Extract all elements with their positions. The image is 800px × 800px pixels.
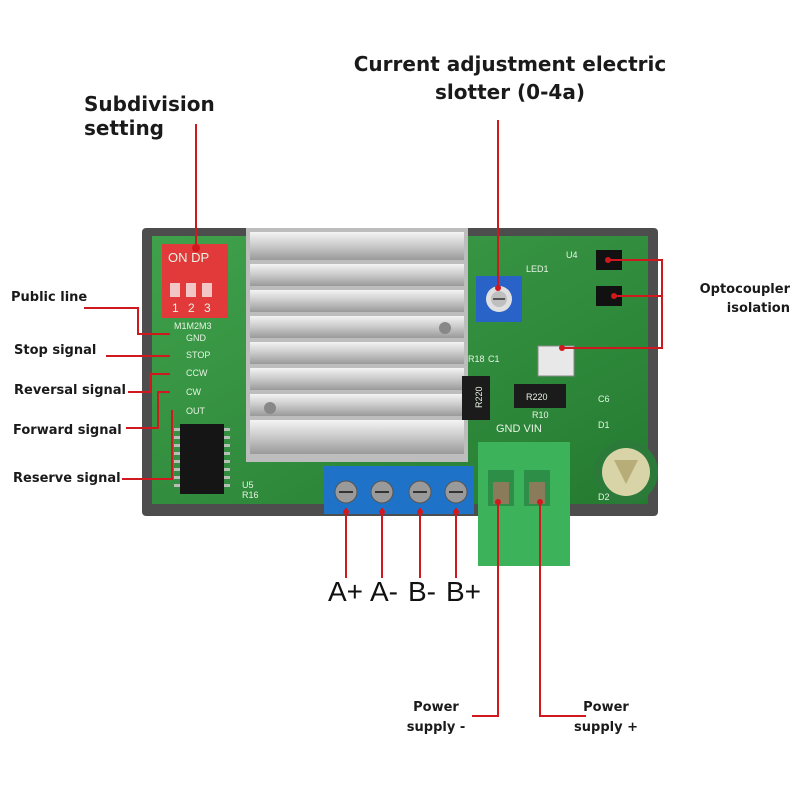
d2-label: D2 — [598, 492, 610, 502]
c1-label: C1 — [488, 354, 500, 364]
r16-label: R16 — [242, 490, 259, 500]
c6-label: C6 — [598, 394, 610, 404]
public-line-label: Public line — [11, 290, 88, 305]
resistor-r220-left — [462, 376, 490, 420]
u4-label: U4 — [566, 250, 578, 260]
motor-terminal-block[interactable] — [324, 466, 474, 514]
forward-signal-label: Forward signal — [13, 423, 122, 438]
reversal-signal-label: Reversal signal — [14, 383, 127, 398]
resistor-left-label: R220 — [474, 386, 484, 408]
optocoupler-label-1: Optocoupler — [699, 282, 790, 297]
current-adjust-label-1: Current adjustment electric — [353, 52, 667, 76]
power-terminal-block[interactable] — [478, 442, 570, 566]
pin-ccw: CCW — [186, 368, 208, 378]
dip-num-1: 1 — [172, 301, 179, 315]
dip-top-label: ON DP — [168, 250, 209, 265]
led-label: LED1 — [526, 264, 549, 274]
terminal-b-plus-label: B+ — [446, 576, 482, 607]
dip-num-2: 2 — [188, 301, 195, 315]
driver-ic — [174, 424, 230, 494]
power-minus-label-2: supply - — [406, 720, 466, 735]
power-minus-label-1: Power — [413, 700, 459, 715]
dip-num-3: 3 — [204, 301, 211, 315]
optocoupler-label-2: isolation — [726, 301, 790, 316]
dip-switch[interactable] — [162, 244, 228, 318]
pin-stop: STOP — [186, 350, 210, 360]
r10-label: R10 — [532, 410, 549, 420]
u5-label: U5 — [242, 480, 254, 490]
resistor-label: R220 — [526, 392, 548, 402]
optocoupler-2 — [596, 286, 622, 306]
dip-mode-label: M1M2M3 — [174, 321, 212, 331]
power-header-label: GND VIN — [496, 423, 542, 435]
leader-lines — [84, 120, 663, 717]
heatsink — [246, 228, 468, 462]
terminal-a-minus-label: A- — [370, 576, 398, 607]
reserve-signal-label: Reserve signal — [13, 471, 121, 486]
d1-label: D1 — [598, 420, 610, 430]
subdivision-label: Subdivision setting — [84, 92, 215, 140]
pin-out: OUT — [186, 406, 206, 416]
terminal-b-minus-label: B- — [408, 576, 436, 607]
electrolytic-capacitor — [594, 440, 658, 504]
pin-cw: CW — [186, 387, 201, 397]
current-adjust-label-2: slotter (0-4a) — [435, 80, 585, 104]
leader-dots — [343, 257, 617, 515]
pin-gnd: GND — [186, 333, 207, 343]
resistor-r220 — [514, 384, 566, 408]
stop-signal-label: Stop signal — [14, 343, 97, 358]
power-plus-label-1: Power — [583, 700, 629, 715]
r18-label: R18 — [468, 354, 485, 364]
power-plus-label-2: supply + — [574, 720, 638, 735]
terminal-a-plus-label: A+ — [328, 576, 364, 607]
